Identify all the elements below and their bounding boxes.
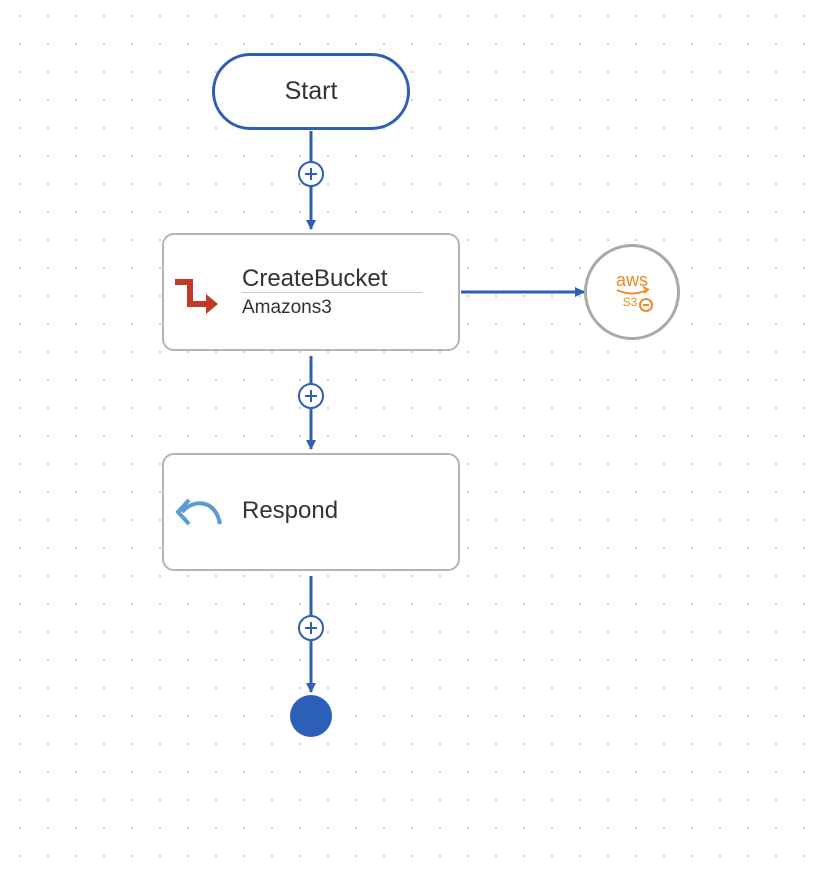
s3-logo-text: S3 <box>623 295 638 309</box>
start-label: Start <box>284 77 338 105</box>
step-subtitle: Amazons3 <box>242 297 332 318</box>
invoke-arrow-icon <box>172 268 222 318</box>
createbucket-step-node[interactable]: CreateBucket Amazons3 <box>162 233 460 351</box>
title-divider <box>242 292 422 293</box>
add-step-button[interactable] <box>298 383 324 409</box>
respond-step-node[interactable]: Respond <box>162 453 460 571</box>
aws-s3-logo-icon: aws S3 <box>616 270 653 312</box>
aws-logo-text: aws <box>616 270 648 290</box>
add-step-button[interactable] <box>298 615 324 641</box>
aws-s3-service-node[interactable]: aws S3 <box>584 244 680 340</box>
end-circle-icon[interactable] <box>290 695 332 737</box>
respond-arrow-icon <box>172 488 222 538</box>
add-step-button[interactable] <box>298 161 324 187</box>
step-title: CreateBucket <box>242 265 388 292</box>
step-title: Respond <box>242 497 339 524</box>
start-node[interactable]: Start <box>212 53 410 130</box>
